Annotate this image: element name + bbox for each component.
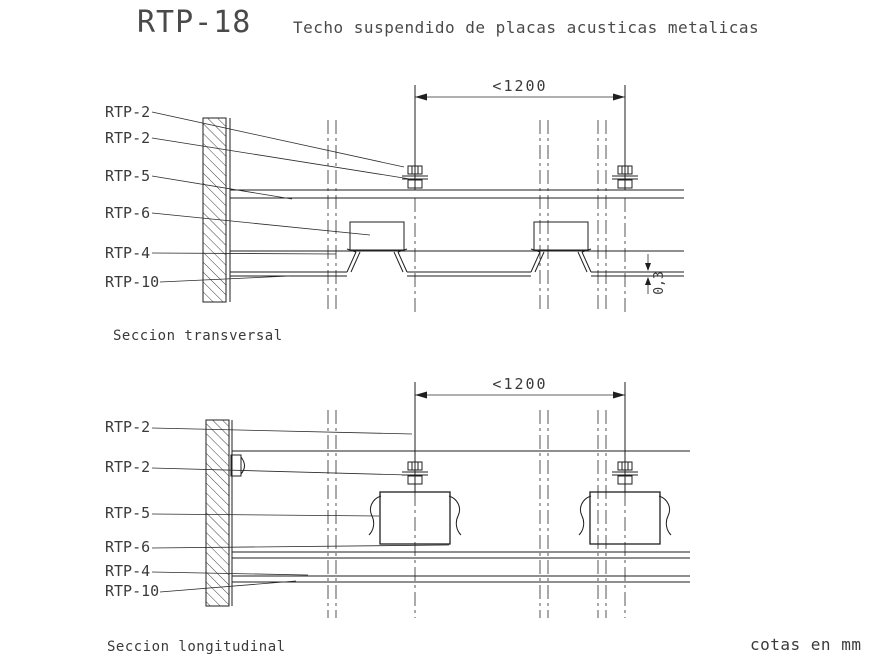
transversal-leader-lines [151,111,411,283]
transversal-caption: Seccion transversal [113,328,283,344]
transversal-wall-hatch [202,117,231,303]
drawing-description: Techo suspendido de placas acusticas met… [293,18,759,37]
transversal-hanger-right [611,85,639,190]
transversal-centerlines [327,120,626,312]
longitudinal-labels: RTP-2 RTP-2 RTP-5 RTP-6 RTP-4 RTP-10 [105,418,450,600]
panel-thickness-dimension: 0,3 [645,254,667,295]
label-rtp-6: RTP-6 [105,204,150,222]
longitudinal-hanger-right [611,382,639,492]
label-rtp-10: RTP-10 [105,582,159,600]
panel-joint [346,248,408,273]
longitudinal-leader-lines [151,427,450,593]
longitudinal-dimension: <1200 [415,375,625,399]
spring-clip [658,495,672,536]
label-rtp-5: RTP-5 [105,167,150,185]
transversal-carrier-profile [230,189,684,199]
wall-bracket [230,454,245,477]
transversal-furring-channels [349,221,589,251]
label-rtp-2-a: RTP-2 [105,103,150,121]
label-rtp-2-b: RTP-2 [105,129,150,147]
dim-arrow-right [613,391,625,399]
transversal-hanger-left [401,85,429,190]
longitudinal-section: <1200 [105,375,690,655]
transversal-dimension: <1200 [415,77,625,101]
units-note: cotas en mm [750,635,861,654]
dim-arrow-right [613,93,625,101]
longitudinal-dimension-text: <1200 [492,375,547,393]
thickness-text: 0,3 [652,271,667,294]
title-block: RTP-18 Techo suspendido de placas acusti… [137,5,759,40]
drawing-code: RTP-18 [137,5,251,40]
label-rtp-2-b: RTP-2 [105,458,150,476]
spring-clip [448,495,462,536]
longitudinal-centerlines [327,410,626,618]
label-rtp-2-a: RTP-2 [105,418,150,436]
dim-arrow-left [415,391,427,399]
spring-clip [578,495,592,536]
longitudinal-carriers [368,491,672,545]
panel-joint [530,248,592,273]
transversal-dimension-text: <1200 [492,77,547,95]
dim-arrow-left [415,93,427,101]
longitudinal-caption: Seccion longitudinal [107,639,286,655]
transversal-labels: RTP-2 RTP-2 RTP-5 RTP-6 RTP-4 RTP-10 [105,103,411,291]
label-rtp-10: RTP-10 [105,273,159,291]
transversal-acoustic-panels [230,248,684,277]
longitudinal-hanger-left [401,382,429,492]
label-rtp-5: RTP-5 [105,504,150,522]
longitudinal-furring-and-panels [232,551,690,583]
spring-clip [368,495,382,536]
label-rtp-6: RTP-6 [105,538,150,556]
transversal-section: <1200 [105,77,684,344]
label-rtp-4: RTP-4 [105,562,150,580]
label-rtp-4: RTP-4 [105,244,150,262]
longitudinal-wall-hatch [205,419,233,607]
